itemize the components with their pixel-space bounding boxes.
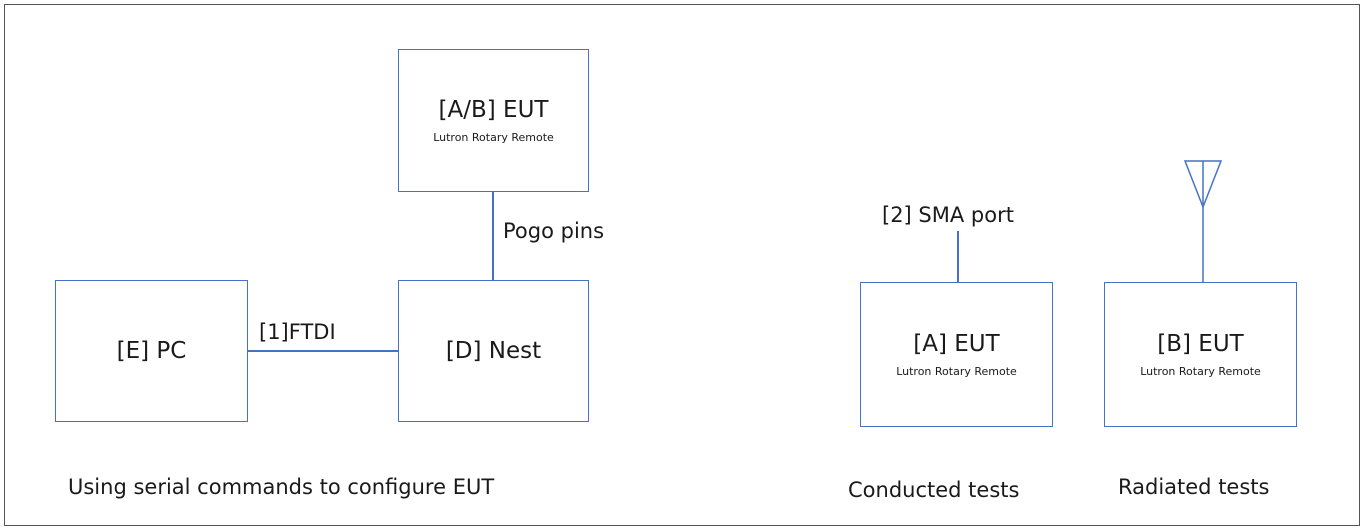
eut-ab-subtitle: Lutron Rotary Remote	[433, 130, 554, 144]
sma-port-label: [2] SMA port	[882, 203, 1014, 227]
eut-ab-box: [A/B] EUT Lutron Rotary Remote	[398, 49, 589, 192]
nest-box: [D] Nest	[398, 280, 589, 422]
eut-b-subtitle: Lutron Rotary Remote	[1140, 364, 1261, 378]
pc-title: [E] PC	[116, 338, 187, 364]
ftdi-connector	[248, 350, 398, 352]
nest-title: [D] Nest	[445, 338, 542, 364]
antenna-icon	[1183, 160, 1223, 282]
conducted-caption: Conducted tests	[848, 478, 1020, 502]
pogo-pins-connector	[492, 192, 494, 280]
diagram-frame	[4, 4, 1360, 526]
sma-port-connector	[957, 231, 959, 282]
eut-a-box: [A] EUT Lutron Rotary Remote	[860, 282, 1053, 427]
ftdi-label: [1]FTDI	[259, 320, 336, 344]
eut-a-subtitle: Lutron Rotary Remote	[896, 364, 1017, 378]
eut-a-title: [A] EUT	[913, 330, 1000, 357]
serial-caption: Using serial commands to configure EUT	[68, 475, 495, 499]
eut-ab-title: [A/B] EUT	[438, 96, 549, 123]
radiated-caption: Radiated tests	[1118, 475, 1270, 499]
eut-b-title: [B] EUT	[1157, 330, 1244, 357]
pogo-pins-label: Pogo pins	[503, 219, 605, 243]
pc-box: [E] PC	[55, 280, 248, 422]
eut-b-box: [B] EUT Lutron Rotary Remote	[1104, 282, 1297, 427]
